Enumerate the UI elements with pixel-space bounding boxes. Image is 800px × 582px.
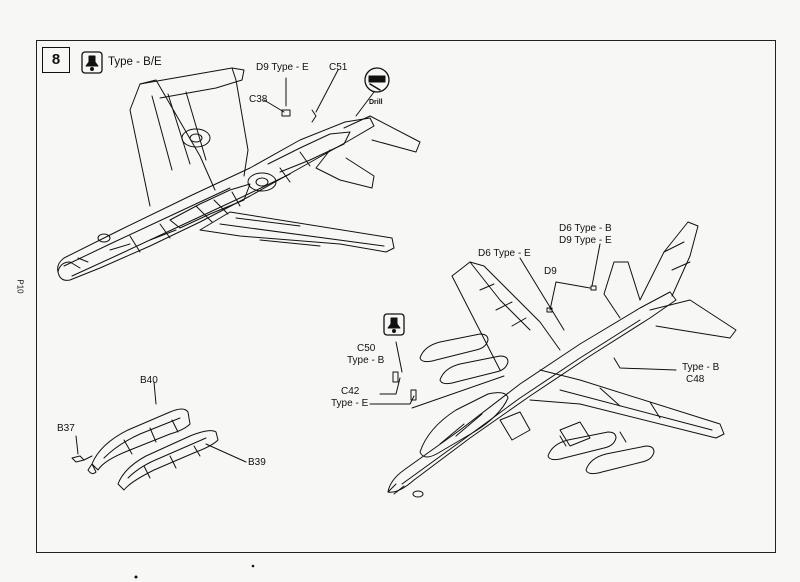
callout-c48: C48 bbox=[686, 374, 705, 385]
drill-icon bbox=[364, 67, 390, 93]
callout-c50-type: Type - B bbox=[347, 355, 385, 366]
callout-b40: B40 bbox=[140, 375, 158, 386]
callout-c48-type: Type - B bbox=[682, 362, 720, 373]
callout-d6-type-b: D6 Type - B bbox=[559, 223, 612, 234]
callout-c51: C51 bbox=[329, 62, 348, 73]
callout-d9-type-e-right: D9 Type - E bbox=[559, 235, 612, 246]
aircraft-underside-drawing bbox=[57, 67, 421, 281]
aircraft-top-drawing bbox=[387, 221, 737, 498]
callout-c38: C38 bbox=[249, 94, 268, 105]
callout-b39: B39 bbox=[248, 457, 266, 468]
callout-d6-type-e: D6 Type - E bbox=[478, 248, 531, 259]
drill-label: Drill bbox=[369, 99, 383, 106]
callout-d9-type-e-top: D9 Type - E bbox=[256, 62, 309, 73]
callout-c42: C42 bbox=[341, 386, 360, 397]
glue-icon bbox=[81, 51, 103, 74]
canopy-parts-drawing bbox=[71, 408, 219, 491]
step-number: 8 bbox=[42, 47, 70, 73]
glue-icon-small bbox=[383, 313, 405, 336]
step-frame bbox=[36, 40, 776, 553]
callout-c42-type: Type - E bbox=[331, 398, 369, 409]
callout-d9: D9 bbox=[544, 266, 557, 277]
callout-c50: C50 bbox=[357, 343, 376, 354]
callout-b37: B37 bbox=[57, 423, 75, 434]
variant-label: Type - B/E bbox=[108, 56, 162, 68]
